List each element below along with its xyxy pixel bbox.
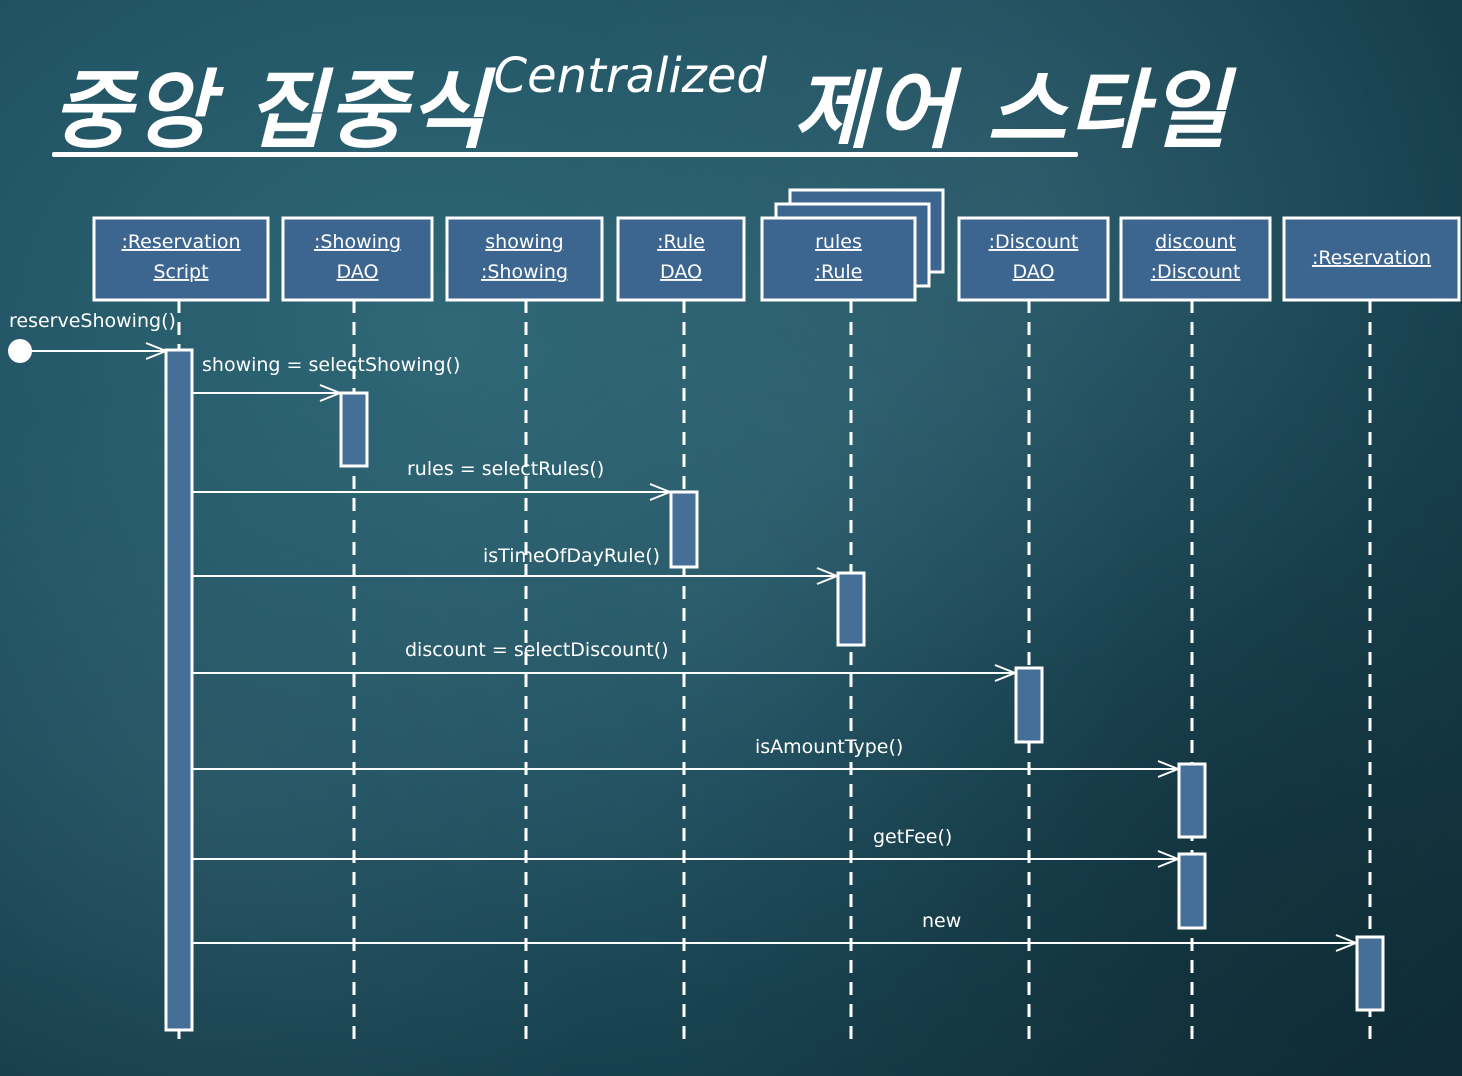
- participant-rect: [445, 216, 604, 302]
- participant-box: showing :Showing: [445, 216, 604, 302]
- message-label: getFee(): [873, 826, 952, 848]
- participant-rect: [1282, 216, 1461, 302]
- participant-box: rules :Rule: [760, 188, 945, 302]
- activation-bar: [164, 348, 194, 1032]
- participant-rect: [957, 216, 1110, 302]
- page-title: 중앙 집중식Centralized 제어 스타일: [52, 40, 1228, 161]
- message-label: rules = selectRules(): [407, 458, 604, 480]
- title-korean-suffix: 제어 스타일: [792, 61, 1231, 161]
- participant-rect: [616, 216, 746, 302]
- message-label: showing = selectShowing(): [202, 354, 460, 376]
- participant-box: discount :Discount: [1119, 216, 1272, 302]
- participant-name-line2: DAO: [660, 261, 702, 283]
- activation-bar: [669, 490, 699, 569]
- activation-bar: [1177, 762, 1207, 839]
- found-message-label: reserveShowing(): [9, 310, 176, 332]
- participant-name-line2: :Rule: [815, 261, 863, 283]
- participant-name-line1: :Reservation: [121, 231, 240, 253]
- participant-rect: [281, 216, 434, 302]
- participant-name-line2: DAO: [1013, 261, 1055, 283]
- participant-name-line1: discount: [1155, 231, 1236, 253]
- message-label: isTimeOfDayRule(): [483, 545, 660, 567]
- participant-box: :Reservation: [1282, 216, 1461, 302]
- participant-name-line2: DAO: [337, 261, 379, 283]
- message-label: isAmountType(): [755, 736, 903, 758]
- participant-name-line1: :Showing: [314, 231, 401, 253]
- participant-name-line1: showing: [485, 231, 564, 253]
- title-korean-prefix: 중앙 집중식: [52, 61, 490, 161]
- activation-bar: [1014, 666, 1044, 744]
- participant-name-line1: :Rule: [657, 231, 705, 253]
- participant-rect: [760, 216, 917, 302]
- activation-bar: [836, 571, 866, 647]
- participant-name-line1: rules: [815, 231, 862, 253]
- activation-bar: [1355, 935, 1385, 1012]
- participant-name-line2: :Showing: [481, 261, 568, 283]
- participant-name-line2: Script: [153, 261, 208, 283]
- participant-name-line1: :Reservation: [1312, 247, 1431, 269]
- activation-bar: [339, 391, 369, 468]
- participant-name-line2: :Discount: [1151, 261, 1241, 283]
- message-label: discount = selectDiscount(): [405, 639, 669, 661]
- participant-rect: [92, 216, 270, 302]
- participant-rect: [1119, 216, 1272, 302]
- title-english: Centralized: [493, 48, 767, 104]
- activation-bar: [1177, 852, 1207, 930]
- title-underline: [52, 152, 1078, 157]
- participant-name-line1: :Discount: [989, 231, 1079, 253]
- message-label: new: [922, 910, 961, 932]
